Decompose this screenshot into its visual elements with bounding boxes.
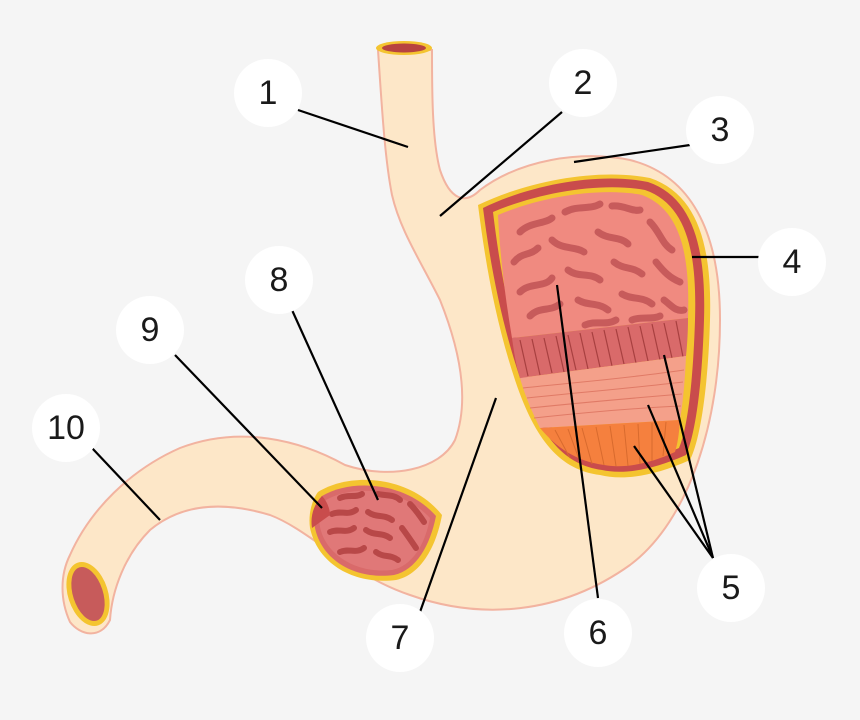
submucosa-layer bbox=[512, 318, 688, 378]
callout-9-label: 9 bbox=[141, 311, 160, 349]
callout-6: 6 bbox=[564, 599, 632, 667]
callout-2: 2 bbox=[549, 49, 617, 117]
pyloric-sphincter bbox=[311, 496, 330, 528]
callout-5-label: 5 bbox=[722, 569, 741, 607]
esophagus-opening bbox=[376, 41, 432, 55]
callout-6-label: 6 bbox=[589, 614, 608, 652]
gastric-rugae bbox=[510, 200, 688, 329]
leader-line-2 bbox=[439, 111, 563, 217]
muscle-lines-orange bbox=[554, 421, 667, 467]
leader-lines bbox=[91, 108, 760, 613]
callout-9: 9 bbox=[116, 296, 184, 364]
callout-3: 3 bbox=[686, 96, 754, 164]
callout-7-label: 7 bbox=[391, 619, 410, 657]
callout-10-label: 10 bbox=[47, 409, 85, 447]
leader-line-5c bbox=[633, 445, 714, 559]
leader-line-5a bbox=[662, 354, 715, 559]
callout-8: 8 bbox=[245, 246, 313, 314]
muscle-layer-orange bbox=[540, 420, 680, 467]
leader-line-5b bbox=[646, 404, 715, 559]
leader-line-6 bbox=[555, 284, 600, 599]
leader-line-8 bbox=[290, 309, 380, 501]
callout-2-label: 2 bbox=[574, 64, 593, 102]
leader-line-7 bbox=[418, 397, 498, 613]
muscle-layer-pink bbox=[520, 356, 686, 428]
stomach-wall-cutaway bbox=[478, 174, 711, 478]
callout-1-label: 1 bbox=[259, 74, 278, 112]
callout-8-label: 8 bbox=[270, 261, 289, 299]
pylorus-rugae bbox=[327, 491, 427, 563]
callout-3-label: 3 bbox=[711, 111, 730, 149]
muscle-lines-pink bbox=[522, 369, 685, 419]
leader-line-1 bbox=[297, 108, 409, 149]
callout-4: 4 bbox=[758, 228, 826, 296]
leader-line-3 bbox=[573, 143, 691, 164]
pylorus-cutaway bbox=[309, 479, 442, 581]
leader-line-9 bbox=[174, 354, 323, 509]
callout-1: 1 bbox=[234, 59, 302, 127]
duodenum-opening bbox=[66, 562, 110, 626]
callout-5: 5 bbox=[697, 554, 765, 622]
callout-7: 7 bbox=[366, 604, 434, 672]
callout-10: 10 bbox=[32, 394, 100, 462]
leader-line-10 bbox=[91, 447, 161, 521]
callout-4-label: 4 bbox=[783, 243, 802, 281]
submucosa-stripes bbox=[519, 320, 684, 377]
